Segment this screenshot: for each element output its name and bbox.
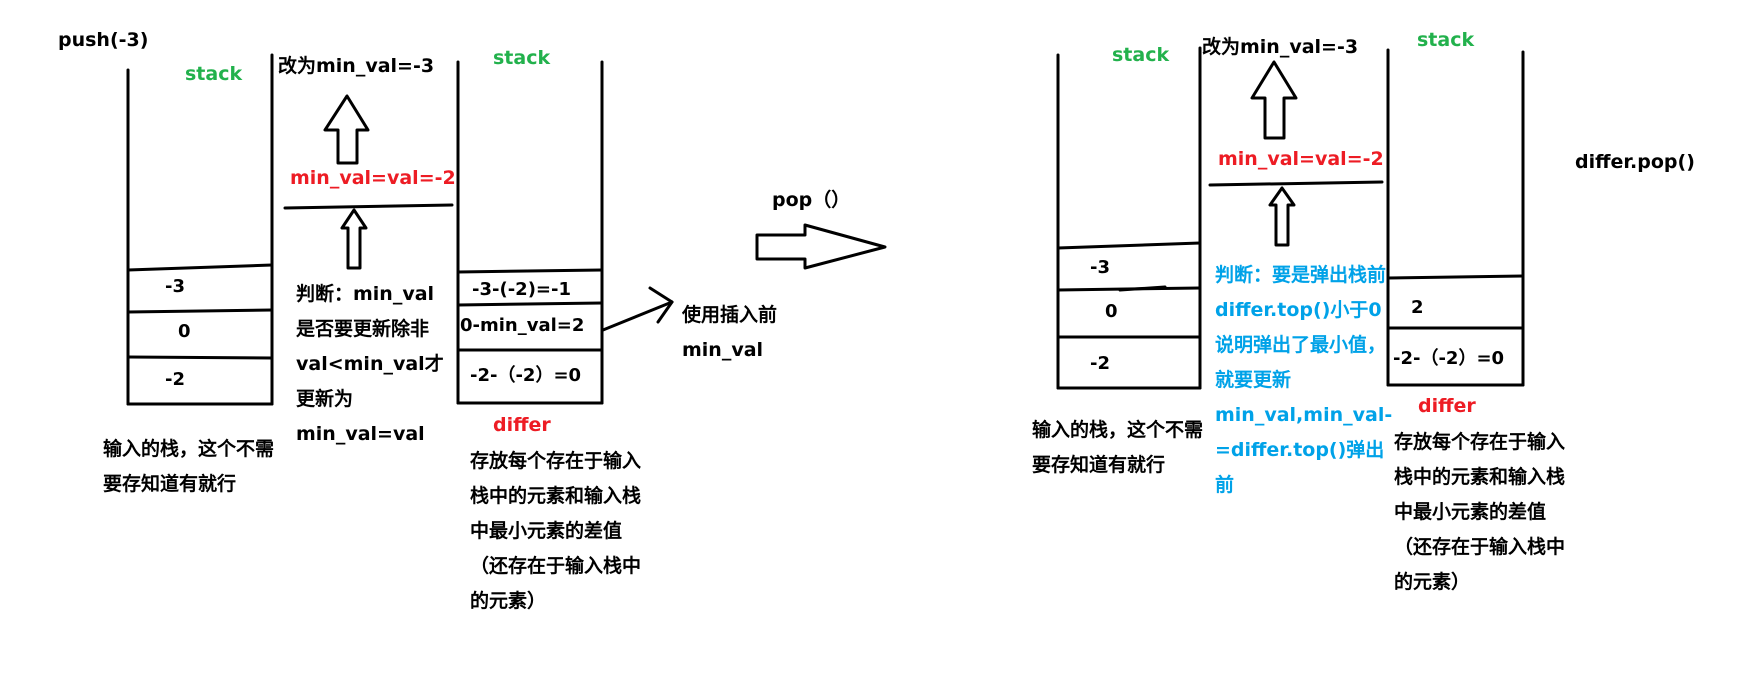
left-judge-text: 判断：min_val是否要更新除非val<min_val才更新为min_val=… [296, 283, 444, 445]
left-stack1-cell-1: -3 [165, 276, 185, 297]
left-stack1-cell-3: -2 [165, 369, 185, 390]
right-stack1-cell-3: -2 [1090, 353, 1110, 374]
left-up-arrow-large [323, 94, 370, 165]
left-stack1-cell-2: 0 [178, 321, 191, 342]
left-differ-label: differ [493, 414, 551, 436]
pop-hollow-arrow [755, 223, 887, 270]
right-minval-label: min_val=val=-2 [1218, 148, 1384, 170]
differ-pop-call: differ.pop() [1575, 151, 1695, 173]
right-up-arrow-large [1250, 60, 1298, 140]
right-stack1-cell-2: 0 [1105, 301, 1118, 322]
right-up-arrow-small [1268, 186, 1296, 247]
right-judge-text: 判断：要是弹出栈前differ.top()小于0说明弹出了最小值，就要更新min… [1215, 264, 1393, 496]
right-min-divider [1208, 180, 1384, 187]
right-stack1-cell-1: -3 [1090, 257, 1110, 278]
right-differ-label: differ [1418, 395, 1476, 417]
right-stack1-title: stack [1112, 44, 1170, 66]
left-stack2-title: stack [493, 47, 551, 69]
left-input-stack-outline [126, 53, 274, 406]
right-stack2-cell-2: -2-（-2）=0 [1393, 348, 1505, 369]
push-operation-label: push(-3) [58, 29, 149, 51]
right-input-stack-outline [1056, 46, 1202, 390]
left-stack2-cell-1: -3-(-2)=-1 [472, 279, 571, 300]
right-differ-caption: 存放每个存在于输入栈中的元素和输入栈中最小元素的差值（还存在于输入栈中的元素） [1394, 431, 1566, 593]
left-change-label: 改为min_val=-3 [278, 55, 435, 77]
left-differ-caption: 存放每个存在于输入栈中的元素和输入栈中最小元素的差值（还存在于输入栈中的元素） [470, 450, 642, 612]
pointer-arrow [601, 286, 674, 332]
left-minval-label: min_val=val=-2 [290, 167, 456, 189]
right-stack2-title: stack [1417, 29, 1475, 51]
right-stack1-caption: 输入的栈，这个不需要存知道有就行 [1032, 419, 1204, 476]
right-change-label: 改为min_val=-3 [1202, 36, 1359, 58]
left-up-arrow-small [340, 208, 368, 270]
right-stack2-cell-1: 2 [1411, 297, 1424, 318]
left-stack1-title: stack [185, 63, 243, 85]
left-min-divider [283, 203, 454, 210]
left-differ-stack-outline [456, 60, 604, 405]
left-stack2-cell-2: 0-min_val=2 [460, 315, 585, 336]
left-stack1-caption: 输入的栈，这个不需要存知道有就行 [103, 438, 275, 495]
use-before-insert-text: 使用插入前min_val [682, 304, 778, 361]
left-stack2-cell-3: -2-（-2）=0 [470, 365, 582, 386]
right-differ-stack-outline [1386, 48, 1525, 387]
pop-operation-label: pop（） [772, 189, 851, 211]
